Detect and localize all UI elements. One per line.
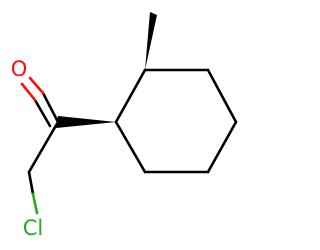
molecule-structure-diagram: O Cl [11, 12, 238, 240]
oxygen-atom-label: O [11, 57, 28, 81]
ring-bond [114, 120, 147, 174]
ring-bond [206, 120, 238, 174]
carbonyl-double-bond [20, 76, 60, 128]
chlorine-atom-label: Cl [23, 216, 44, 240]
carbonyl-wedge-bond [56, 116, 116, 128]
bond-segment [27, 170, 35, 196]
bond-segment [33, 98, 52, 128]
methyl-wedge-bond [145, 12, 157, 70]
chloro-bond [27, 170, 39, 215]
bond-segment-oxygen-side [20, 82, 37, 102]
bond-segment-chlorine-side [31, 192, 39, 215]
cyclohexane-ring [114, 68, 238, 174]
bond-segment-oxygen-side [28, 76, 45, 95]
bond-segment [41, 91, 60, 124]
ring-bond [206, 68, 238, 124]
ring-bond [114, 68, 147, 124]
single-bond [27, 120, 60, 174]
